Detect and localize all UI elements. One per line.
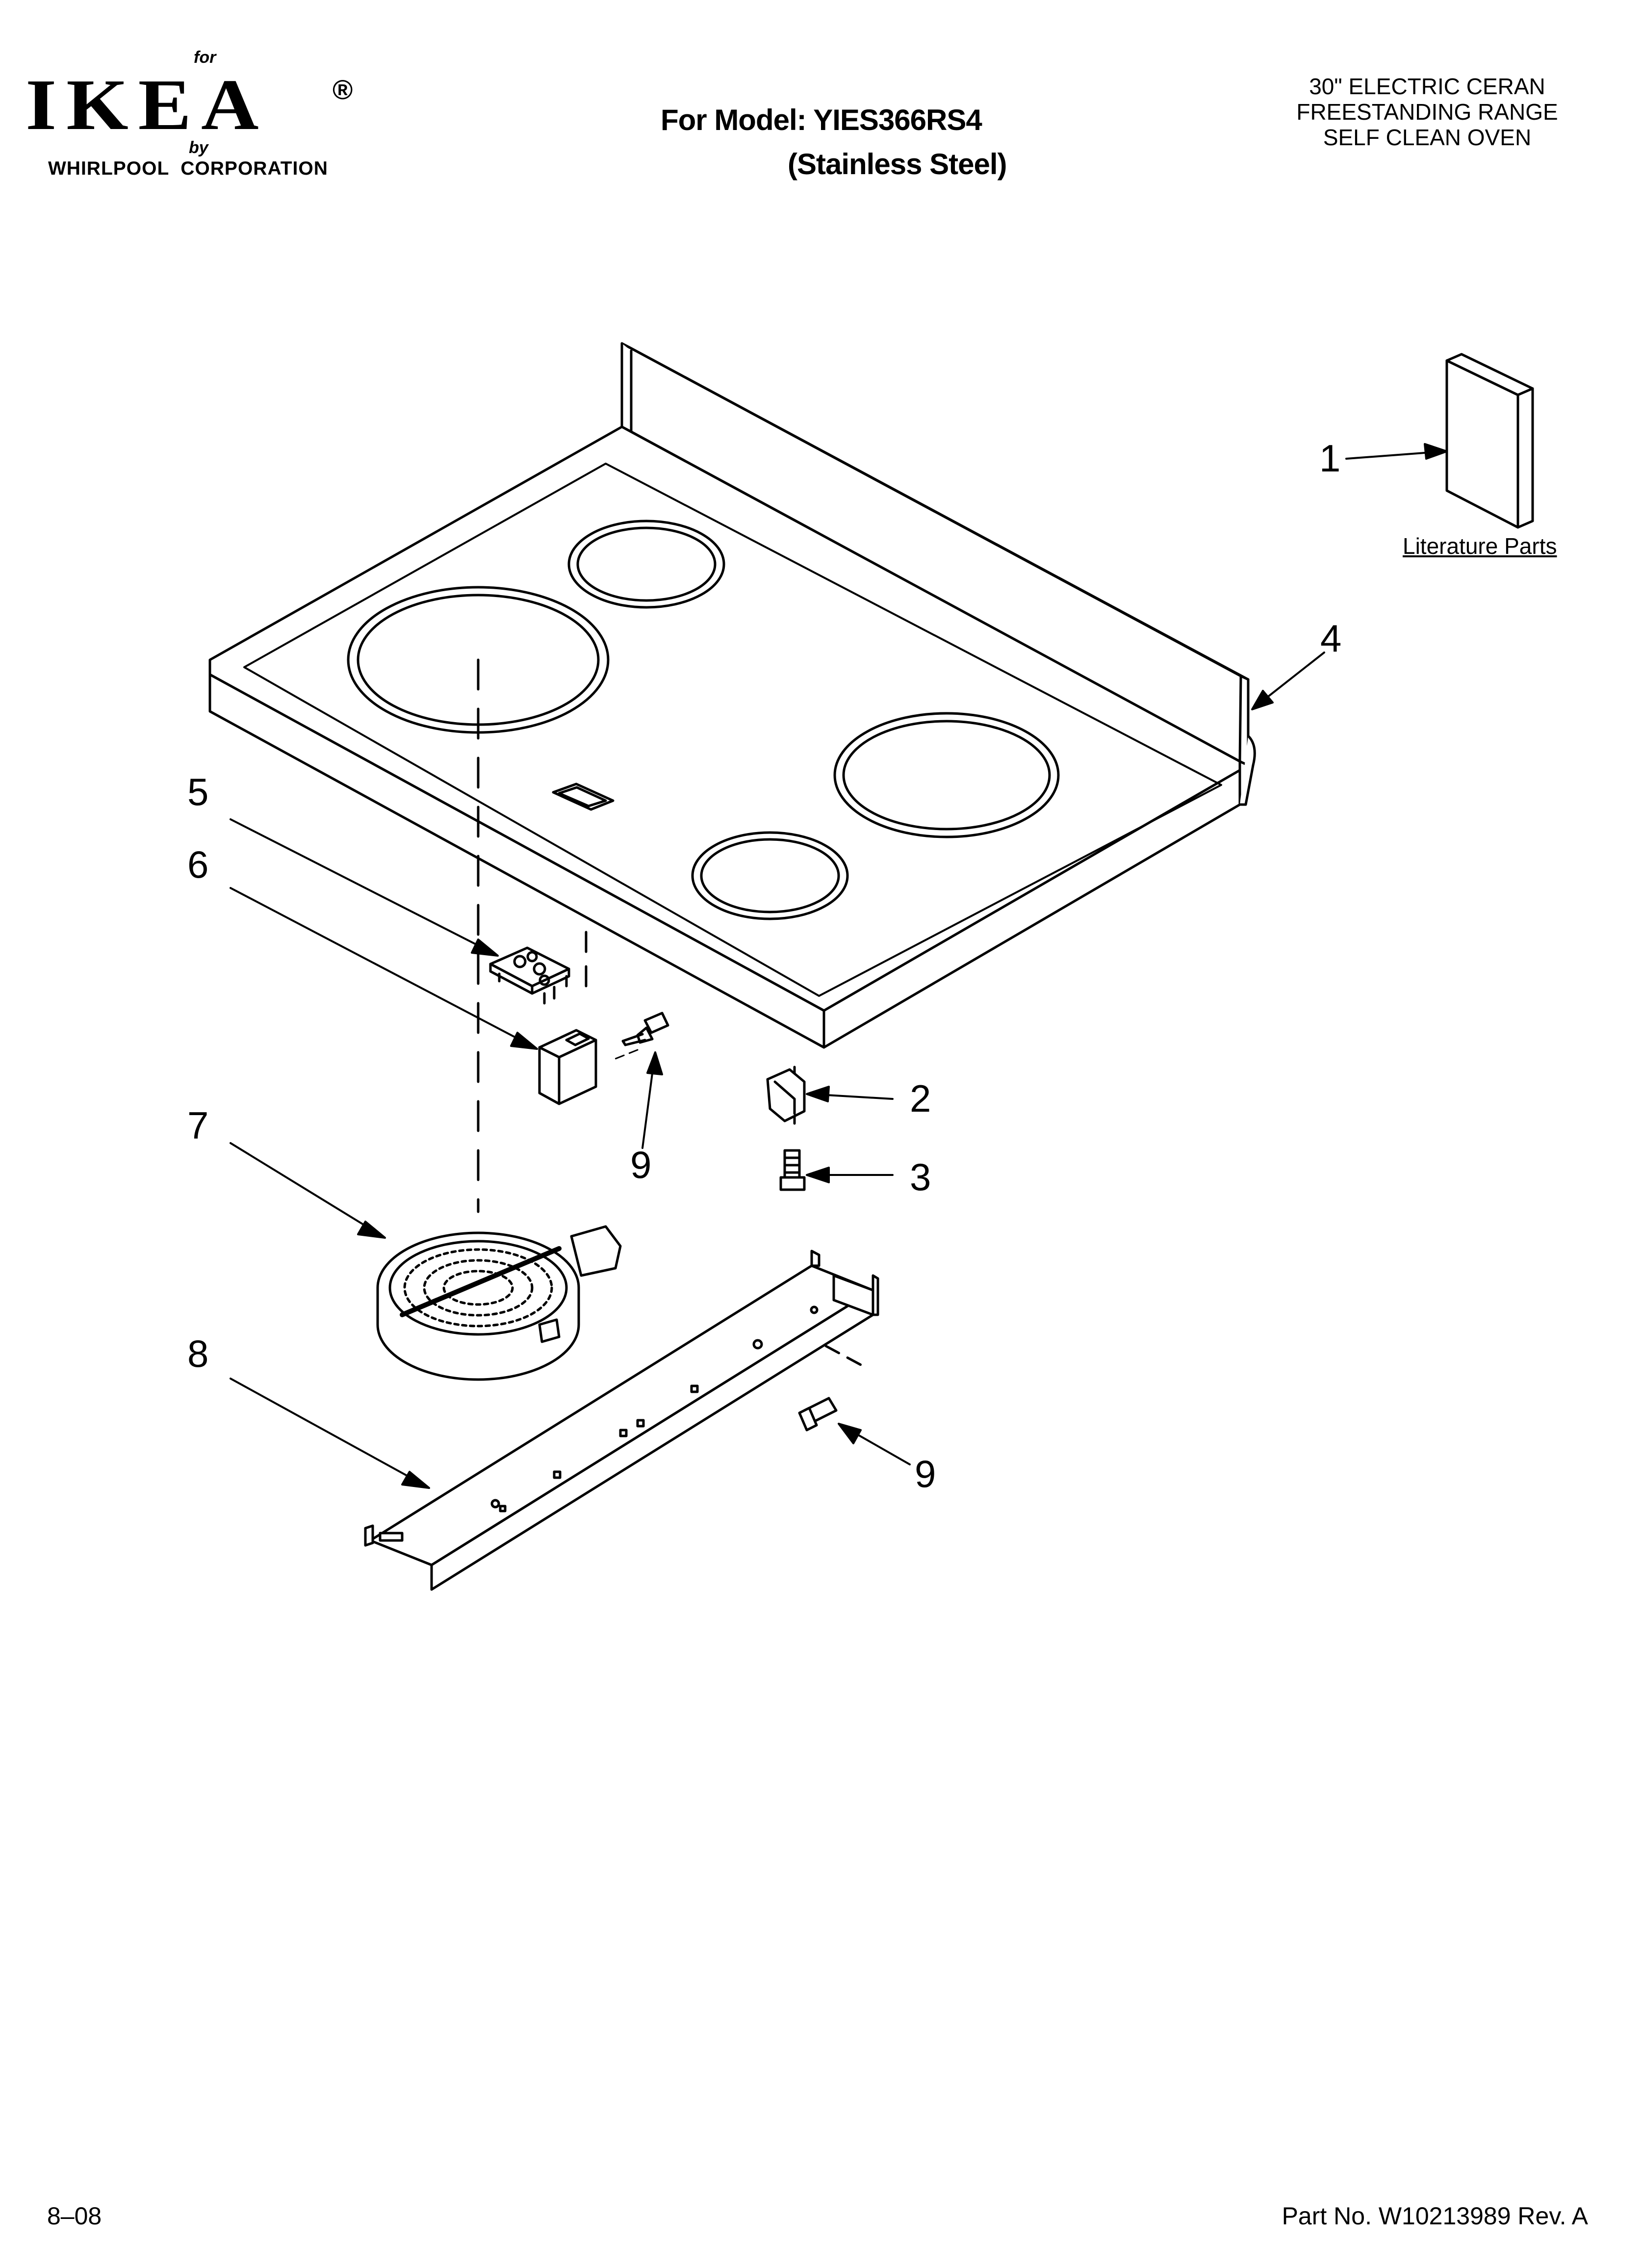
screw-upper xyxy=(621,1012,669,1046)
description-line-3: SELF CLEAN OVEN xyxy=(1323,125,1532,150)
callout-5: 5 xyxy=(187,770,209,813)
cooktop xyxy=(208,342,1256,1049)
callout-7: 7 xyxy=(187,1104,209,1147)
callout-2: 2 xyxy=(910,1077,931,1120)
element-left-rear xyxy=(567,520,725,609)
by-text: by xyxy=(189,138,208,157)
model-title: For Model: YIES366RS4 xyxy=(661,104,982,136)
callout-9-upper: 9 xyxy=(630,1143,652,1186)
ikea-for-text: for xyxy=(194,48,216,67)
callout-9-lower: 9 xyxy=(915,1452,936,1495)
part-number: Part No. W10213989 Rev. A xyxy=(1282,2202,1588,2230)
model-finish: (Stainless Steel) xyxy=(788,148,1007,181)
registered-mark: ® xyxy=(333,74,353,105)
whirlpool-corporation: WHIRLPOOL CORPORATION xyxy=(48,158,328,179)
callout-4: 4 xyxy=(1320,617,1342,660)
description-line-1: 30" ELECTRIC CERAN xyxy=(1309,74,1545,99)
callout-6: 6 xyxy=(187,843,209,886)
indicator-light xyxy=(489,946,570,1005)
indicator-bracket xyxy=(538,1029,597,1105)
callout-8: 8 xyxy=(187,1332,209,1375)
radiant-surface-element xyxy=(376,1225,622,1381)
callout-3: 3 xyxy=(910,1155,931,1199)
date-code: 8–08 xyxy=(47,2202,102,2230)
literature-booklet xyxy=(1445,353,1534,529)
leader-lines xyxy=(230,443,1448,1489)
ikea-logo: IKEA xyxy=(26,65,269,145)
description-line-2: FREESTANDING RANGE xyxy=(1296,99,1558,125)
literature-parts-label: Literature Parts xyxy=(1403,533,1557,559)
product-description: 30" ELECTRIC CERAN FREESTANDING RANGE SE… xyxy=(1251,74,1604,150)
screw-lower xyxy=(798,1397,838,1432)
support-bar xyxy=(364,1250,879,1591)
element-right-rear xyxy=(833,712,1060,838)
element-right-front xyxy=(691,831,849,920)
callout-1: 1 xyxy=(1319,437,1341,480)
mounting-clip xyxy=(766,1068,806,1122)
screw-part-3 xyxy=(779,1149,806,1191)
